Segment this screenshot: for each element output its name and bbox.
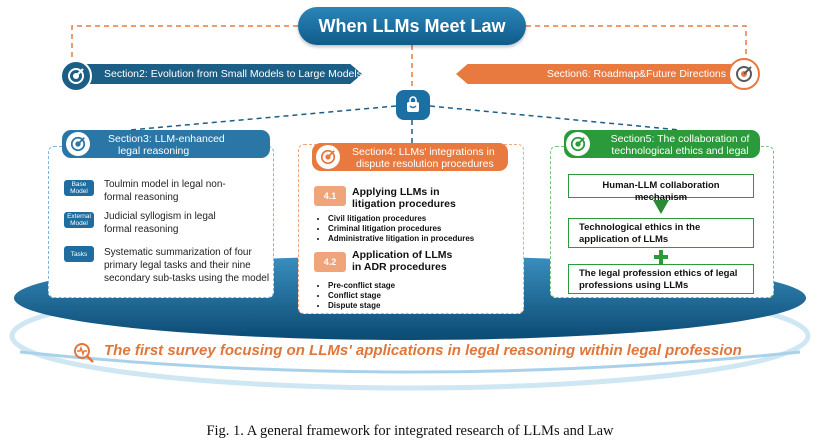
title-line: litigation procedures: [352, 198, 456, 210]
box-line: professions using LLMs: [579, 280, 689, 291]
section3-item-2: Judicial syllogism in legal formal reaso…: [104, 210, 216, 236]
bullet-item: Pre-conflict stage: [328, 281, 395, 291]
title-line: Applying LLMs in: [352, 186, 440, 198]
shopping-bag-icon: [396, 90, 430, 120]
section2-label: Section2: Evolution from Small Models to…: [104, 68, 362, 80]
section3-header-line2: legal reasoning: [118, 145, 190, 157]
badge-line: Tasks: [70, 250, 88, 258]
plus-icon: [654, 250, 668, 264]
connector-sec3: [129, 105, 397, 131]
ethics-box-3: The legal profession ethics of legal pro…: [568, 264, 754, 294]
section6-label: Section6: Roadmap&Future Directions: [546, 68, 726, 80]
section5-header: Section5: The collaboration of technolog…: [564, 130, 760, 169]
section3-item-1: Toulmin model in legal non- formal reaso…: [104, 178, 226, 204]
section3-item-3: Systematic summarization of four primary…: [104, 246, 269, 285]
badge-line: Model: [70, 220, 88, 227]
section2-banner: Section2: Evolution from Small Models to…: [70, 64, 362, 84]
connector-sec5: [429, 105, 681, 131]
section4-header-line1: Section4: LLMs' integrations in: [352, 146, 495, 158]
figure-caption: Fig. 1. A general framework for integrat…: [206, 423, 614, 439]
section4-header-line2: dispute resolution procedures: [356, 158, 494, 170]
ethics-box-1: Human-LLM collaboration mechanism: [568, 174, 754, 203]
section4-header: Section4: LLMs' integrations in dispute …: [312, 143, 508, 171]
bullet-item: Criminal litigation procedures: [328, 224, 474, 234]
section3-header-line1: Section3: LLM-enhanced: [108, 133, 225, 145]
item-text-line: primary legal tasks and their nine: [104, 260, 251, 271]
item-text-line: formal reasoning: [104, 192, 179, 203]
block-title-4-1: Applying LLMs in litigation procedures: [352, 186, 456, 210]
box-line: Human-LLM collaboration mechanism: [602, 180, 720, 203]
section5-header-line1: Section5: The collaboration of: [610, 133, 750, 145]
target-icon: [60, 60, 92, 92]
badge-line: Model: [70, 188, 88, 195]
ethics-box-2: Technological ethics in the application …: [568, 218, 754, 248]
bullet-item: Administrative litigation in procedures: [328, 234, 474, 244]
target-icon: [566, 132, 590, 156]
item-text-line: formal reasoning: [104, 224, 179, 235]
arrow-down-icon: [653, 200, 669, 214]
target-icon: [316, 145, 340, 169]
badge-tasks: Tasks: [64, 246, 94, 262]
box-line: The legal profession ethics of legal: [579, 268, 738, 279]
block-title-4-2: Application of LLMs in ADR procedures: [352, 249, 452, 273]
bullet-item: Conflict stage: [328, 291, 395, 301]
connector-right: [526, 25, 747, 64]
tagline-arc: [19, 350, 801, 374]
item-text-line: secondary sub-tasks using the model: [104, 273, 270, 284]
section3-header: Section3: LLM-enhanced legal reasoning: [62, 130, 270, 158]
target-icon: [728, 58, 760, 90]
connector-left: [71, 25, 298, 64]
target-icon: [66, 132, 90, 156]
bullets-4-1: Civil litigation procedures Criminal lit…: [312, 214, 474, 244]
bullets-4-2: Pre-conflict stage Conflict stage Disput…: [312, 281, 395, 311]
block-number-4-2: 4.2: [314, 252, 346, 272]
item-text-line: Systematic summarization of four: [104, 247, 252, 258]
badge-line: Base: [71, 181, 87, 188]
section6-banner: Section6: Roadmap&Future Directions: [456, 64, 746, 84]
title-line: in ADR procedures: [352, 261, 447, 273]
pulse-search-icon: [74, 343, 94, 363]
tagline: The first survey focusing on LLMs' appli…: [104, 342, 742, 359]
block-number-4-1: 4.1: [314, 186, 346, 206]
main-title: When LLMs Meet Law: [298, 7, 526, 45]
badge-line: External: [67, 213, 91, 220]
item-text-line: Judicial syllogism in legal: [104, 211, 216, 222]
box-line: application of LLMs: [579, 234, 669, 245]
bullet-item: Dispute stage: [328, 301, 395, 311]
box-line: Technological ethics in the: [579, 222, 701, 233]
item-text-line: Toulmin model in legal non-: [104, 179, 226, 190]
bullet-item: Civil litigation procedures: [328, 214, 474, 224]
section5-header-line2: technological ethics and legal ethics: [611, 145, 749, 169]
title-line: Application of LLMs: [352, 249, 453, 261]
